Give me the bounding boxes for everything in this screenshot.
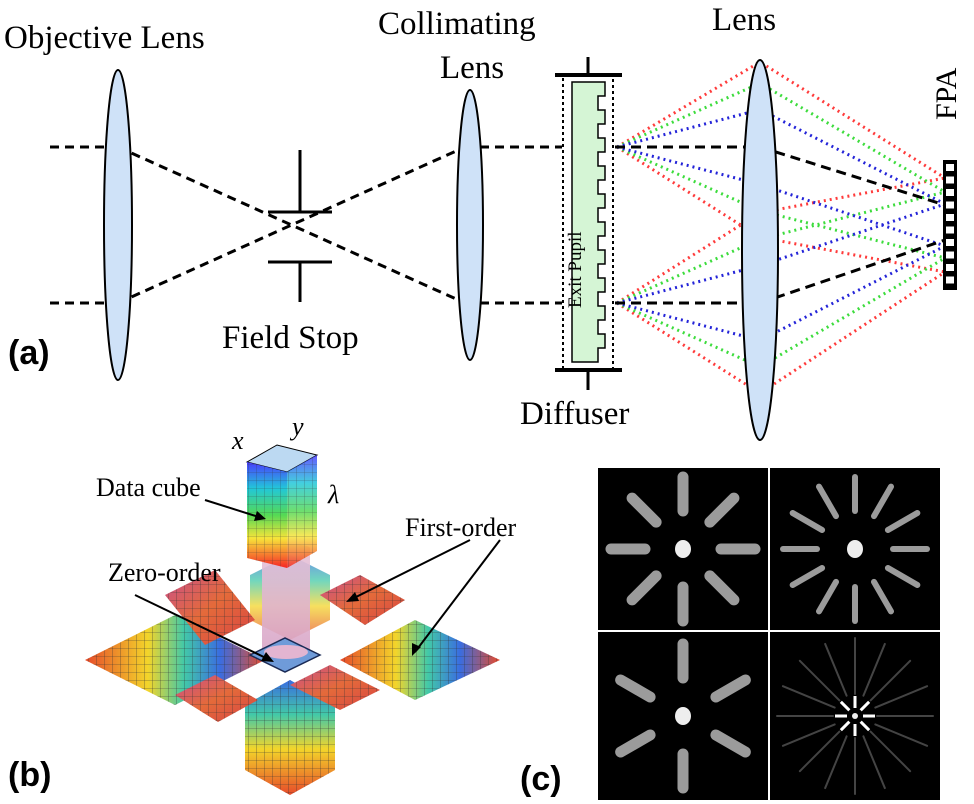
psf-arm	[615, 674, 656, 703]
diffuser-assembly	[555, 57, 622, 390]
fpa-pixel	[946, 164, 954, 171]
panel-label-b: (b)	[8, 756, 52, 794]
psf-arm	[862, 642, 886, 697]
psf-arm	[781, 685, 836, 709]
psf-bottom-right	[770, 632, 940, 800]
ray-blue	[616, 244, 946, 342]
chief-rays	[615, 145, 946, 305]
first-order-patch-upper-right	[320, 575, 405, 625]
first-order-patch-upper-left	[165, 570, 255, 645]
psf-arm	[869, 730, 912, 773]
first-order-label: First-order	[405, 513, 517, 542]
psf-arm	[798, 730, 841, 773]
fpa-pixel	[946, 176, 954, 184]
first-order-patch-lower-left	[175, 675, 258, 722]
psf-arm	[626, 570, 662, 606]
psf-inner-spike	[859, 720, 871, 732]
psf-arm	[704, 492, 740, 528]
converging-ray-1	[117, 145, 466, 305]
psf-arm	[789, 565, 826, 588]
field-stop-label: Field Stop	[222, 320, 359, 356]
collimating-lens	[456, 89, 484, 361]
psf-core	[675, 707, 691, 725]
psf-arm	[626, 492, 662, 528]
ray-blue	[616, 108, 946, 206]
fpa-detector	[943, 160, 957, 290]
diffuser-label: Diffuser	[520, 396, 630, 432]
ray-blue	[616, 202, 946, 305]
psf-bottom-left	[598, 632, 768, 800]
psf-arm	[710, 729, 751, 758]
psf-inner-spike	[839, 720, 851, 732]
psf-arm	[710, 674, 751, 703]
arrowheads	[254, 511, 421, 662]
leader-lines	[134, 499, 501, 661]
psf-arm	[871, 578, 894, 615]
focusing-lens	[741, 59, 779, 441]
diffuser-element	[571, 81, 606, 363]
psf-arm	[874, 685, 929, 709]
fpa-pixel	[946, 251, 954, 259]
fpa-pixel	[946, 226, 954, 234]
psf-arm	[704, 570, 740, 606]
psf-top-left	[598, 468, 768, 630]
psf-arm	[884, 510, 921, 533]
objective-lens-label: Objective Lens	[4, 20, 205, 56]
fpa-pixel	[946, 276, 954, 284]
psf-arm	[798, 659, 841, 702]
psf-arm	[862, 735, 886, 790]
exit-pupil-label: Exit Pupil	[565, 231, 586, 308]
psf-inner-spike	[859, 700, 871, 712]
psf-core	[852, 713, 858, 719]
zero-order-label: Zero-order	[108, 558, 221, 587]
fpa-label: FPA	[930, 67, 963, 120]
psf-inner-spike	[839, 700, 851, 712]
psf-top-right	[770, 468, 940, 630]
psf-arm	[874, 723, 929, 747]
psf-core	[675, 540, 691, 558]
fpa-pixel	[946, 201, 954, 209]
psf-arm	[871, 483, 894, 520]
fpa-pixel	[946, 214, 954, 221]
psf-arm	[824, 642, 848, 697]
field-stop	[268, 150, 332, 302]
panel-label-c: (c)	[520, 760, 562, 798]
psf-arm	[816, 483, 839, 520]
data-cube-label: Data cube	[96, 473, 201, 502]
psf-arm	[869, 659, 912, 702]
converging-ray-2	[117, 145, 466, 305]
lambda-axis-label: λ	[328, 480, 340, 509]
collimating-lens-label-line1: Collimating	[378, 6, 536, 42]
psf-arm	[884, 565, 921, 588]
objective-lens	[103, 69, 133, 381]
first-order-patch-bottom	[245, 680, 335, 795]
fpa-pixel	[946, 239, 954, 246]
x-axis-label: x	[232, 426, 244, 455]
data-cube	[245, 444, 319, 568]
psf-arm	[789, 510, 826, 533]
first-order-patch-lower-right	[290, 665, 380, 710]
first-order-patch-right	[340, 620, 500, 700]
lens-label: Lens	[712, 2, 777, 38]
psf-arm	[615, 729, 656, 758]
psf-arm	[781, 723, 836, 747]
y-axis-label: y	[292, 412, 304, 441]
psf-arm	[816, 578, 839, 615]
ray-red	[616, 60, 946, 180]
collimating-lens-label-line2: Lens	[440, 50, 505, 86]
psf-arm	[824, 735, 848, 790]
fpa-pixel	[946, 264, 954, 271]
psf-core	[847, 540, 863, 558]
fpa-pixel	[946, 189, 954, 196]
panel-label-a: (a)	[8, 334, 50, 372]
